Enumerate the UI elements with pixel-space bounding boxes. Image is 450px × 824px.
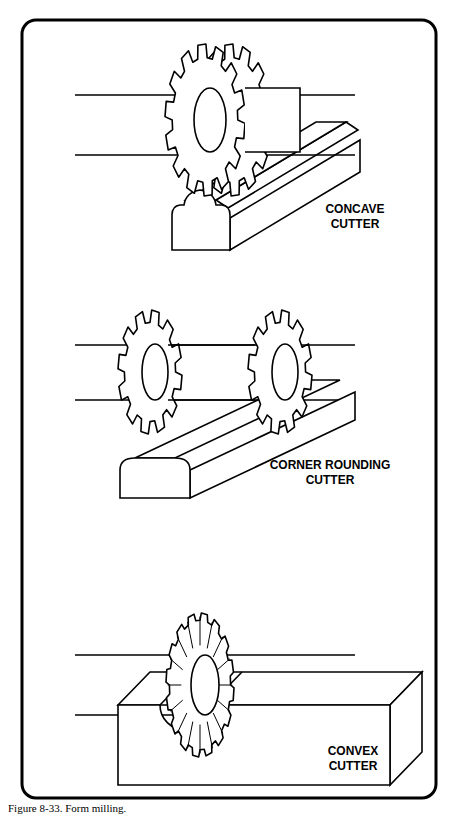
cutter-label: CONCAVE CUTTER: [312, 202, 398, 232]
figure-caption: Figure 8-33. Form milling.: [8, 802, 126, 814]
tooth-line: [188, 622, 193, 649]
convex-workpiece: [118, 672, 422, 785]
cutter-hub: [142, 344, 168, 400]
corner-cutter-left: [118, 310, 182, 434]
tooth-line: [177, 713, 187, 733]
cutter-hub: [191, 655, 219, 715]
tooth-line: [170, 700, 183, 711]
tooth-line: [200, 725, 201, 754]
tooth-line: [188, 722, 193, 749]
cutter-label: CONVEX CUTTER: [316, 744, 390, 774]
tooth-line: [217, 700, 230, 711]
spacer-collar: [168, 345, 255, 400]
convex-cutter: [166, 613, 234, 757]
concave-cutter: [165, 44, 245, 196]
figure-border: [22, 20, 436, 798]
corner-cutter-right: [248, 310, 312, 434]
tooth-line: [219, 685, 233, 686]
tooth-line: [213, 637, 223, 657]
tooth-line: [213, 713, 223, 733]
tooth-line: [177, 637, 187, 657]
tooth-line: [200, 617, 201, 646]
tooth-line: [217, 659, 230, 670]
tooth-line: [170, 659, 183, 670]
cutter-hub: [272, 344, 298, 400]
cutters: [118, 44, 312, 757]
tooth-line: [207, 722, 212, 749]
tooth-line: [168, 685, 182, 686]
tooth-line: [207, 622, 212, 649]
cutter-label: CORNER ROUNDING CUTTER: [246, 458, 414, 488]
arbor-sleeve: [245, 88, 300, 152]
cutter-hub: [194, 88, 226, 152]
